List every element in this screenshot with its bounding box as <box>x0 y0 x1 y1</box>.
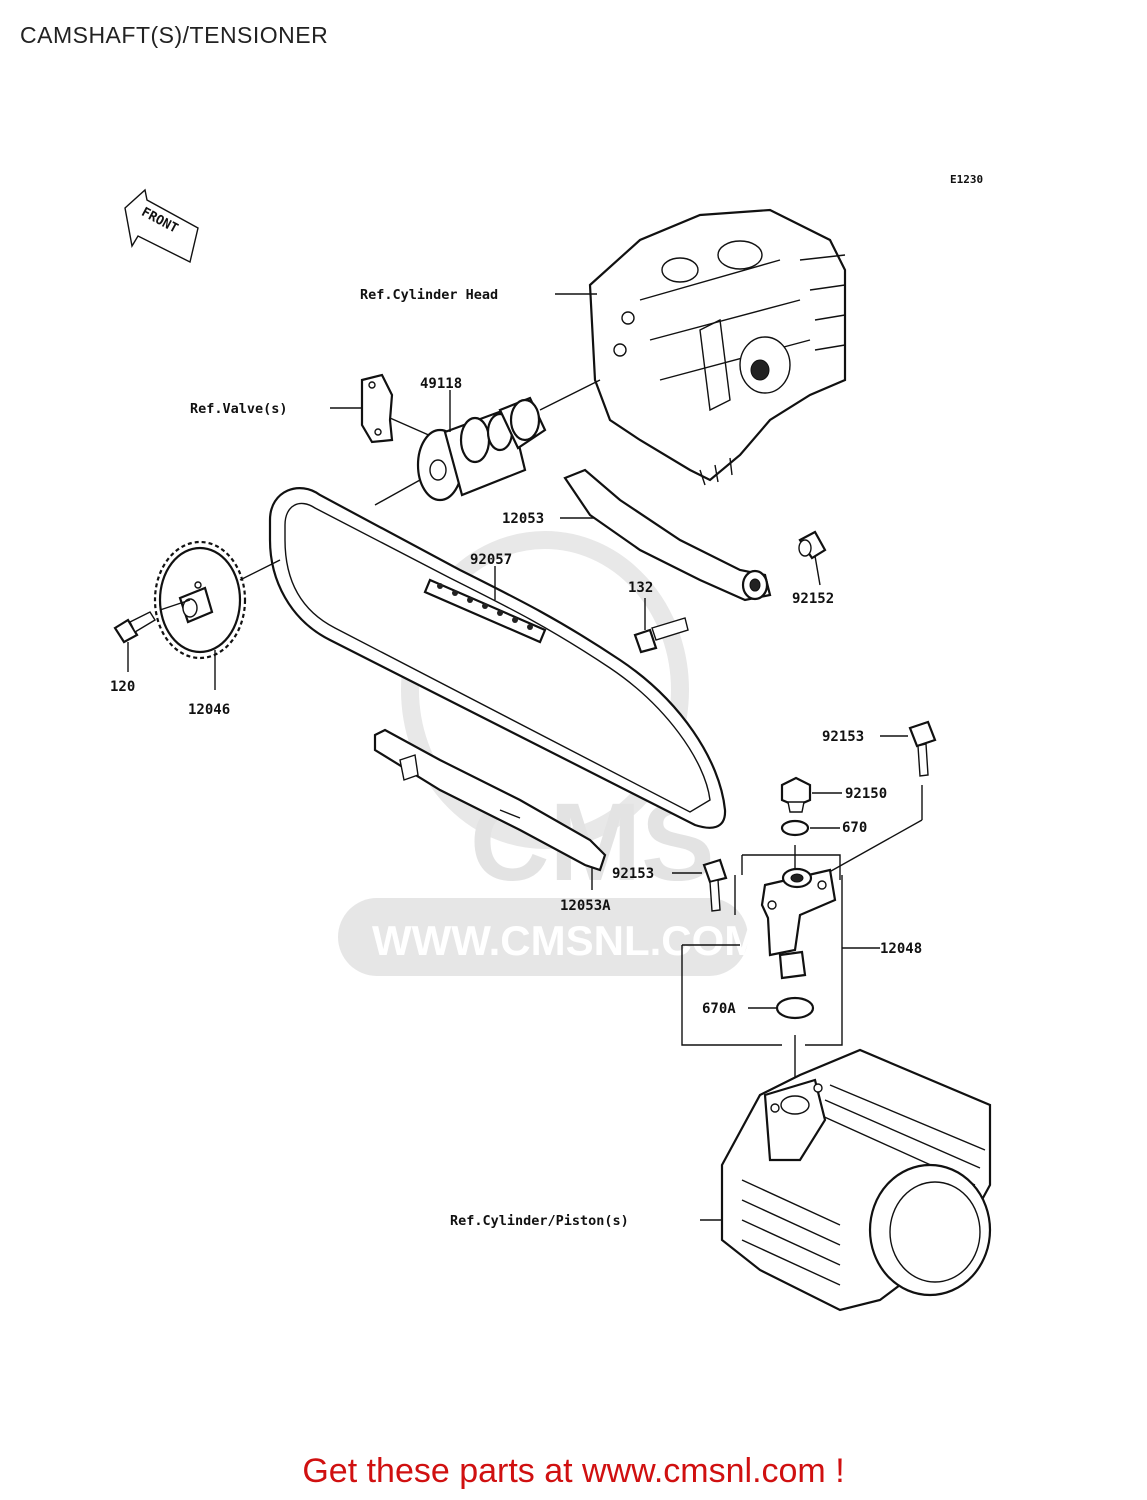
watermark-url: WWW.CMSNL.COM <box>372 917 759 964</box>
part-12053A: 12053A <box>560 898 611 914</box>
part-132: 132 <box>628 580 653 596</box>
camshaft <box>416 396 547 502</box>
part-92153-lower: 92153 <box>612 866 654 882</box>
part-12046: 12046 <box>188 702 230 718</box>
ref-cylinder-head: Ref.Cylinder Head <box>360 287 498 303</box>
cap-bolt <box>780 776 812 813</box>
ref-valves: Ref.Valve(s) <box>190 401 288 417</box>
cam-sprocket <box>153 540 247 660</box>
o-ring-670A <box>775 996 815 1020</box>
part-92152: 92152 <box>792 591 834 607</box>
diagram-code: E1230 <box>950 173 983 186</box>
valve-bracket <box>360 373 394 444</box>
bolt-132 <box>633 617 689 654</box>
cam-chain <box>268 487 727 829</box>
collar <box>798 530 827 560</box>
part-12053: 12053 <box>502 511 544 527</box>
part-120: 120 <box>110 679 135 695</box>
front-arrow-icon: FRONT <box>124 188 199 264</box>
part-670: 670 <box>842 820 867 836</box>
cylinder <box>720 1048 992 1312</box>
cmsnl-link[interactable]: Get these parts at www.cmsnl.com ! <box>302 1452 845 1490</box>
ref-cylinder-piston: Ref.Cylinder/Piston(s) <box>450 1213 629 1229</box>
bolt-92153-lower <box>702 858 728 912</box>
o-ring-670 <box>780 819 810 837</box>
part-92150: 92150 <box>845 786 887 802</box>
cam-chain-tensioner <box>760 867 837 980</box>
parts-diagram: CMS WWW.CMSNL.COM E1230 FRONT Ref.Cylind… <box>110 173 992 1312</box>
cylinder-head <box>588 208 847 486</box>
part-49118: 49118 <box>420 376 462 392</box>
part-670A: 670A <box>702 1001 736 1017</box>
chain-guide <box>563 468 772 602</box>
page-title: CAMSHAFT(S)/TENSIONER <box>20 22 329 48</box>
bolt-120 <box>113 611 156 644</box>
part-12048: 12048 <box>880 941 922 957</box>
bolt-92153-top <box>908 720 937 777</box>
part-92153-top: 92153 <box>822 729 864 745</box>
part-92057: 92057 <box>470 552 512 568</box>
chain-guide-a <box>373 728 607 872</box>
